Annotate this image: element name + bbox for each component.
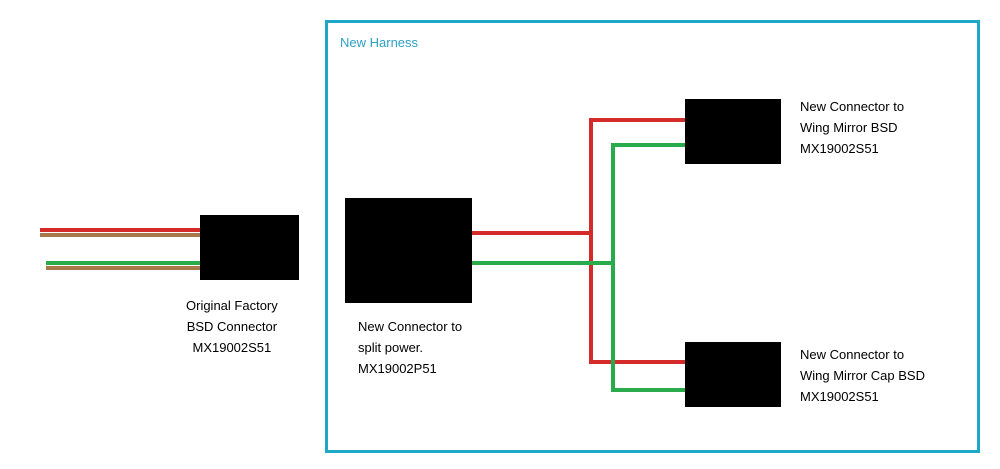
label-line: New Connector to: [800, 347, 905, 362]
label-line: split power.: [358, 340, 424, 355]
label-line: BSD Connector: [186, 319, 278, 334]
original-factory-connector-label: Original Factory BSD Connector MX19002S5…: [186, 295, 278, 358]
red-branch-wire: [589, 118, 685, 364]
green-branch-wire: [611, 143, 685, 392]
new-harness-frame: [325, 20, 980, 453]
label-line: MX19002S51: [192, 340, 272, 355]
label-line: Wing Mirror BSD: [800, 120, 898, 135]
label-line: New Connector to: [800, 99, 905, 114]
label-line: MX19002S51: [800, 389, 879, 404]
new-harness-title: New Harness: [340, 35, 419, 50]
wing-mirror-connector: [685, 99, 781, 164]
label-line: Original Factory: [186, 298, 278, 313]
label-line: Wing Mirror Cap BSD: [800, 368, 925, 383]
split-power-connector: [345, 198, 472, 303]
label-line: New Connector to: [358, 319, 463, 334]
wing-mirror-cap-connector: [685, 342, 781, 407]
label-line: MX19002S51: [800, 141, 879, 156]
split-power-connector-label: New Connector to split power. MX19002P51: [358, 316, 462, 379]
wing-mirror-connector-label: New Connector to Wing Mirror BSD MX19002…: [800, 96, 904, 159]
label-line: MX19002P51: [358, 361, 437, 376]
wing-mirror-cap-connector-label: New Connector to Wing Mirror Cap BSD MX1…: [800, 344, 925, 407]
original-factory-connector: [200, 215, 299, 280]
